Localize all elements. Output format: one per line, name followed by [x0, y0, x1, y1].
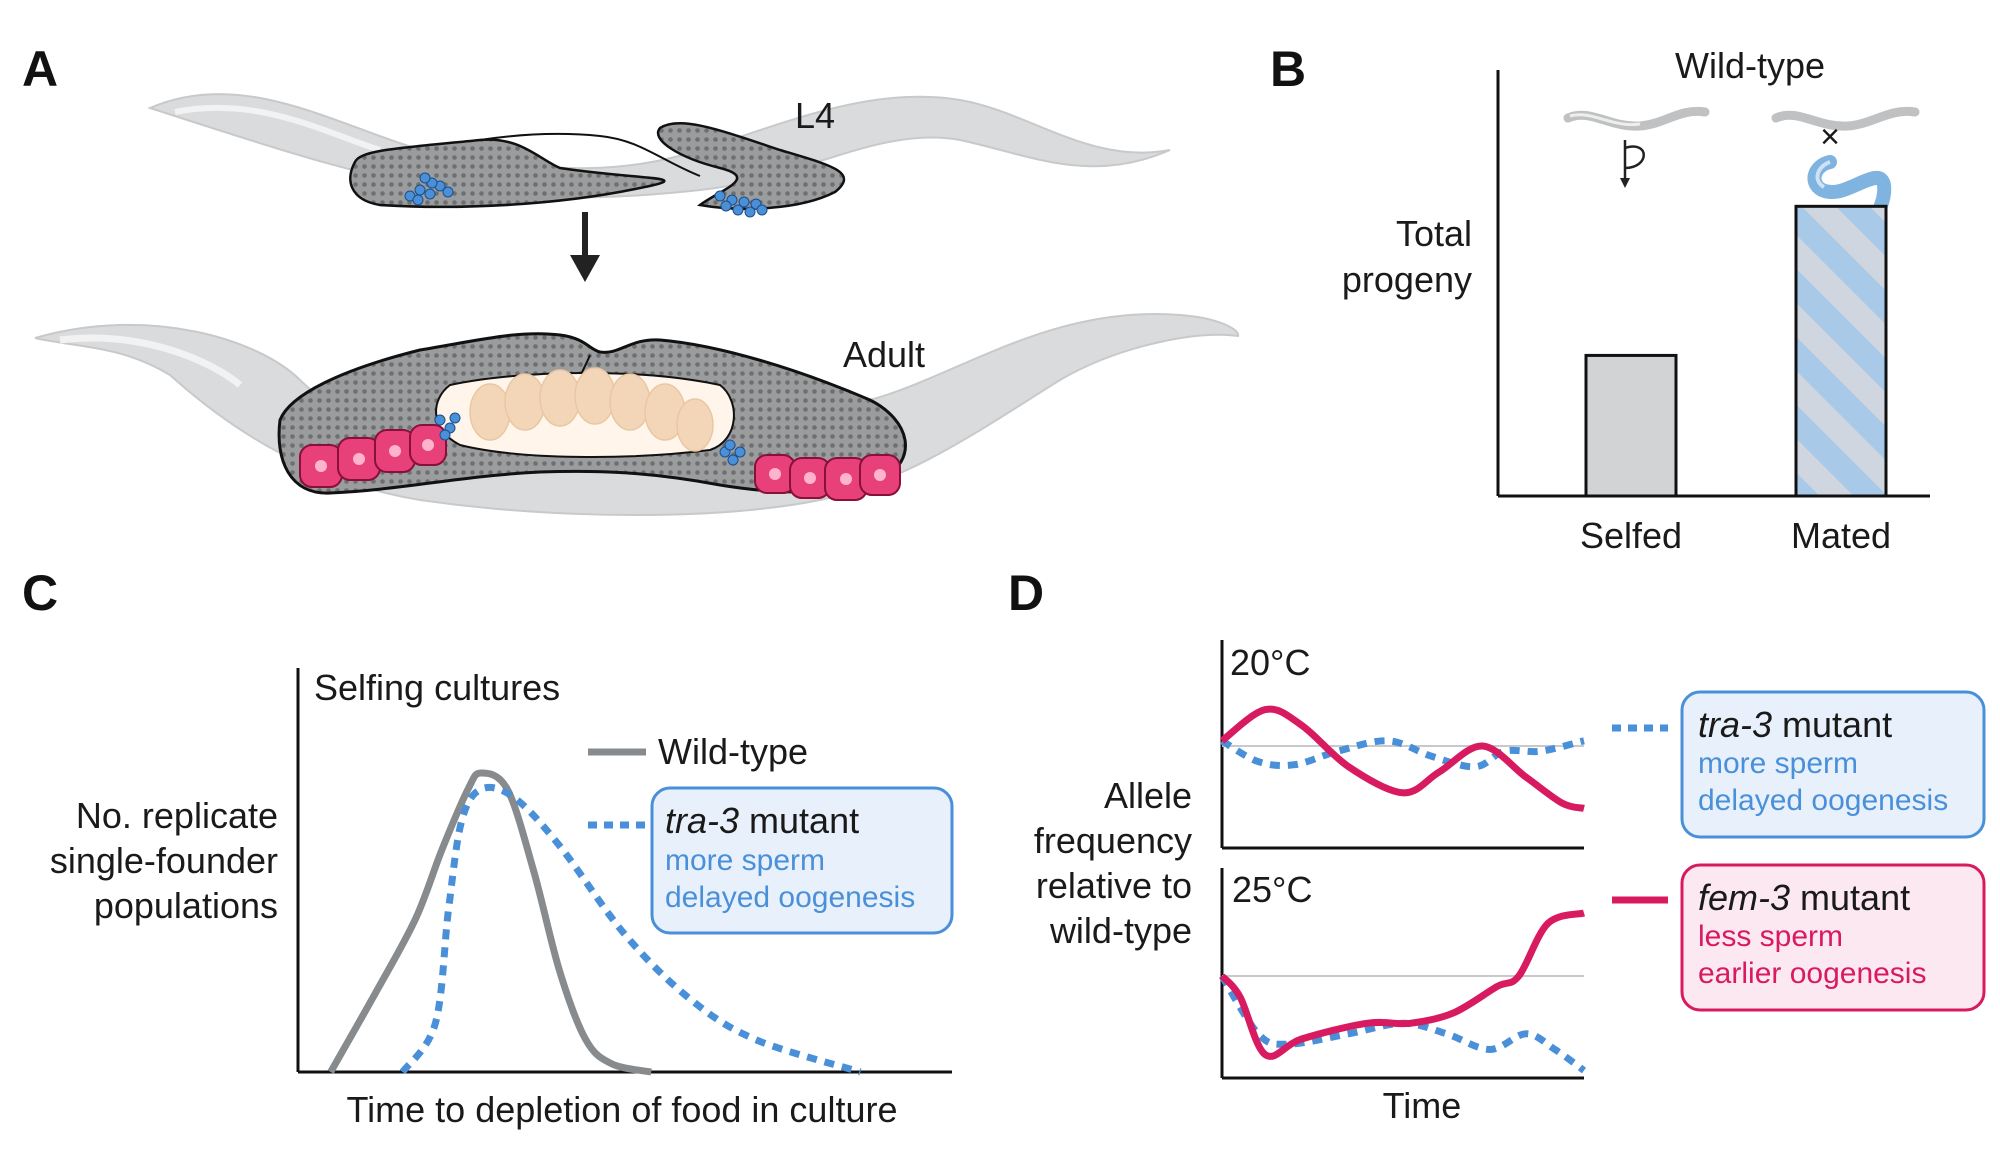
series-tra3-line [399, 783, 862, 1076]
chart-d-lines [1219, 640, 1587, 1080]
legend-d-tra3-title: tra-3 mutant [1698, 704, 1892, 745]
chart-b-bars: Selfed Mated [1496, 70, 1930, 556]
chart-d-legend: tra-3 mutant more sperm delayed oogenesi… [1612, 690, 1986, 1012]
hermaphrodite-icon-mated [1771, 106, 1920, 131]
chart-c-legend: Wild-type tra-3 mutant more sperm delaye… [588, 731, 954, 935]
chart-d-top-title: 20°C [1230, 642, 1310, 683]
panel-letter-b: B [1270, 41, 1306, 97]
chart-d-bottom-tra3-line [1219, 974, 1587, 1074]
chart-d-top-tra3-line [1220, 737, 1585, 771]
chart-d-ylabel-line1: Allele [1104, 775, 1192, 816]
panel-letter-c: C [22, 565, 58, 621]
chart-d-bottom-title: 25°C [1232, 869, 1312, 910]
adult-worm [34, 313, 1240, 516]
hermaphrodite-icon [1563, 106, 1710, 131]
panel-letter-a: A [22, 41, 58, 97]
series-wildtype-line [327, 769, 652, 1076]
chart-d-xlabel: Time [1383, 1085, 1462, 1126]
chart-d-ylabel-line4: wild-type [1049, 910, 1192, 951]
chart-d-ylabel-line3: relative to [1036, 865, 1192, 906]
male-worm-icon [1807, 155, 1892, 215]
bar-mated [1794, 204, 1888, 498]
chart-c-ylabel-line1: No. replicate [76, 795, 278, 836]
stage-label-l4: L4 [795, 95, 835, 136]
bar-selfed [1584, 353, 1678, 498]
chart-b-ylabel-line2: progeny [1342, 259, 1472, 300]
chart-b-title: Wild-type [1675, 45, 1825, 86]
tick-label-selfed: Selfed [1580, 515, 1682, 556]
panel-letter-d: D [1008, 565, 1044, 621]
chart-d-bottom-fem3-line [1219, 909, 1586, 1060]
tick-label-mated: Mated [1791, 515, 1891, 556]
legend-d-tra3-box [1680, 690, 1986, 839]
legend-wildtype-label: Wild-type [658, 731, 808, 772]
legend-d-fem3-title: fem-3 mutant [1698, 877, 1910, 918]
chart-c-ylabel-line3: populations [94, 885, 278, 926]
legend-d-tra3-line2: more sperm [1698, 747, 1858, 780]
legend-tra3-line3: delayed oogenesis [665, 881, 915, 914]
chart-c-subtitle: Selfing cultures [314, 667, 560, 708]
legend-d-fem3-line2: less sperm [1698, 920, 1843, 953]
cross-icon: × [1820, 118, 1840, 156]
chart-c-xlabel: Time to depletion of food in culture [347, 1089, 898, 1130]
chart-c-lines [296, 668, 952, 1076]
legend-tra3-line2: more sperm [665, 844, 825, 877]
self-fertilization-icon [1620, 140, 1645, 188]
chart-b-ylabel-line1: Total [1396, 213, 1472, 254]
chart-d-top-fem3-line [1219, 705, 1585, 812]
chart-c-ylabel-line2: single-founder [50, 840, 278, 881]
legend-d-fem3-line3: earlier oogenesis [1698, 957, 1926, 990]
development-arrow [570, 212, 600, 282]
legend-tra3-title: tra-3 mutant [665, 800, 859, 841]
legend-d-fem3-box [1680, 863, 1986, 1012]
legend-d-tra3-line3: delayed oogenesis [1698, 784, 1948, 817]
legend-tra3-box [650, 786, 954, 935]
stage-label-adult: Adult [843, 334, 925, 375]
chart-d-ylabel-line2: frequency [1034, 820, 1192, 861]
l4-worm [147, 93, 1171, 218]
